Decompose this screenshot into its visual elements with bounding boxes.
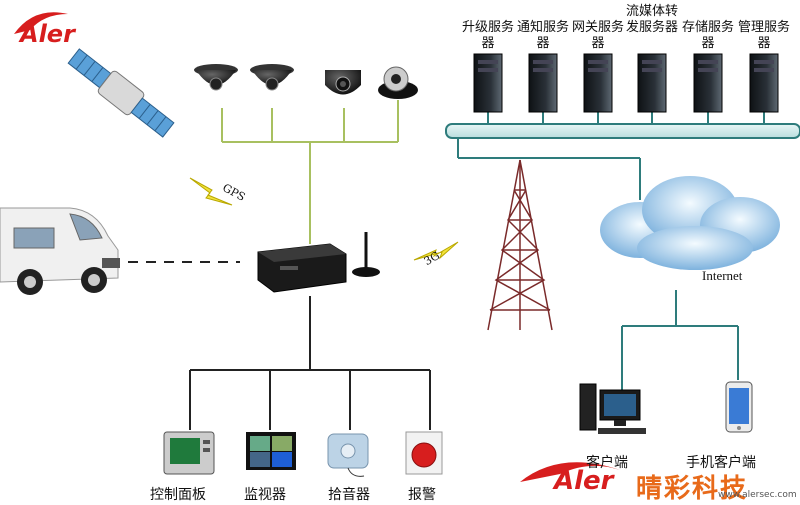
satellite-icon: [67, 48, 175, 138]
control-panel-label: 控制面板: [150, 487, 206, 503]
camera-bus: [221, 100, 399, 244]
dome-camera-1: [194, 64, 238, 91]
header-brand-mark: [14, 12, 68, 34]
server-tower-3: [583, 53, 613, 113]
monitor-label: 监视器: [244, 487, 286, 503]
pc-client-icon: [579, 383, 646, 434]
server-tower-5: [693, 53, 723, 113]
microphone-pickup-icon: [327, 433, 369, 477]
antenna-icon: [352, 232, 380, 277]
mini-dome-camera: [378, 66, 418, 99]
server-label-gateway: 网关服务器: [571, 20, 624, 51]
alarm-label: 报警: [408, 487, 436, 503]
mobile-dvr: [257, 243, 347, 293]
brand-logo: Aler: [20, 20, 75, 48]
mobile-client-label: 手机客户端: [686, 455, 756, 471]
server-bus: [445, 112, 800, 200]
ir-camera: [325, 70, 361, 95]
cell-tower-icon: [487, 159, 553, 331]
server-tower-2: [528, 53, 558, 113]
footer-brand-cn: 晴彩科技: [636, 474, 749, 504]
gps-lightning-icon: [189, 177, 233, 206]
van-icon: [0, 207, 120, 295]
server-label-notify: 通知服务器: [516, 20, 569, 51]
server-label-upgrade: 升级服务器: [461, 20, 514, 51]
monitor-icon: [246, 432, 296, 470]
server-label-storage: 存储服务器: [681, 20, 734, 51]
internet-cloud-icon: [600, 176, 780, 270]
3g-lightning-icon: [413, 241, 459, 261]
pickup-label: 拾音器: [328, 487, 370, 503]
control-panel-icon: [163, 431, 215, 475]
footer-site-url: www.alersec.com: [718, 490, 797, 500]
server-tower-6: [749, 53, 779, 113]
internet-label: Internet: [702, 268, 743, 283]
smartphone-icon: [725, 381, 753, 433]
pc-client-label: 客户端: [586, 455, 628, 471]
server-tower-4: [637, 53, 667, 113]
alarm-button-icon: [405, 431, 443, 475]
server-label-management: 管理服务器: [737, 20, 790, 51]
footer-brand-mark: [520, 462, 620, 482]
server-label-streaming: 流媒体转发服务器: [625, 4, 678, 35]
dome-camera-2: [250, 64, 294, 91]
footer-logo-text: Aler: [554, 466, 614, 496]
peripheral-tree: [189, 296, 431, 430]
server-tower-1: [473, 53, 503, 113]
client-network: [621, 290, 739, 390]
